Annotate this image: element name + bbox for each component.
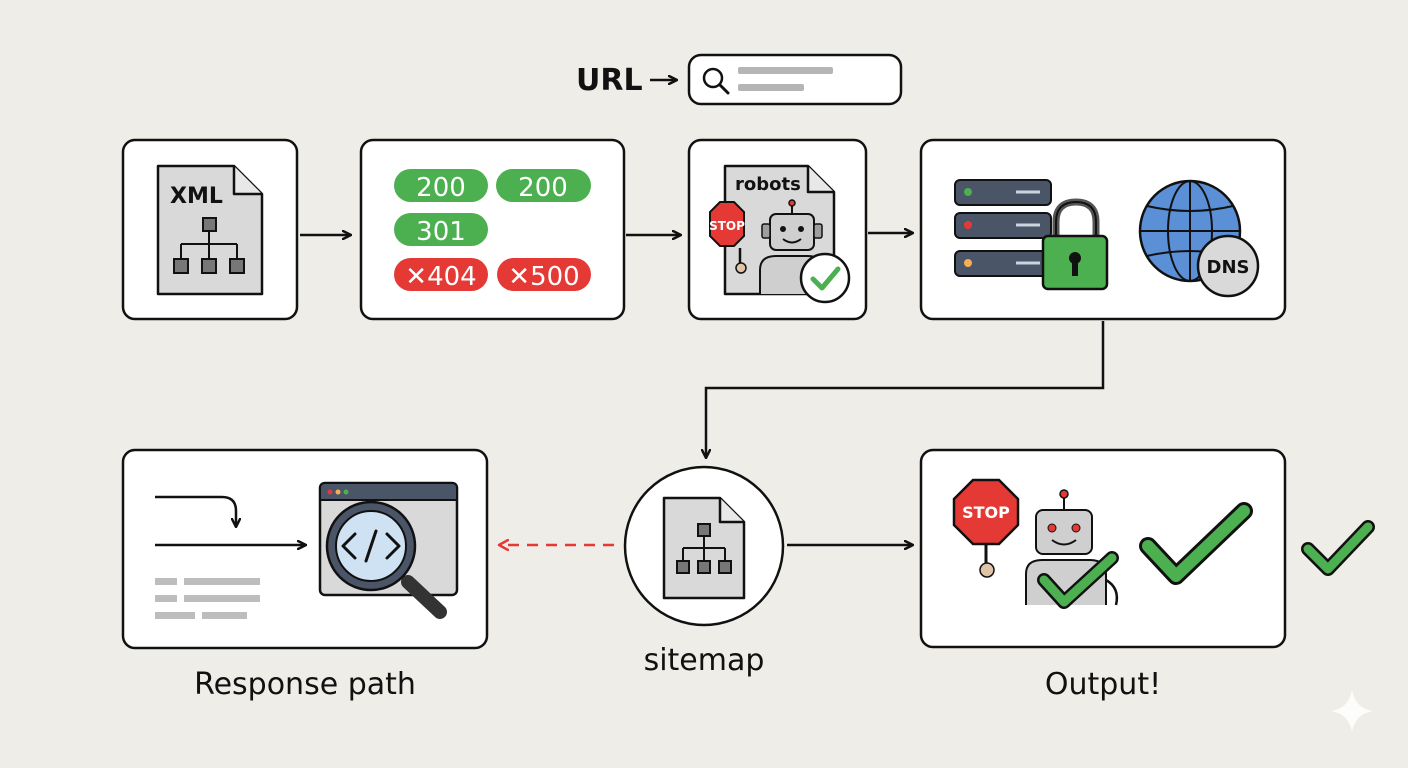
stop-sign-icon: STOP [952, 478, 1020, 578]
svg-text:✕404: ✕404 [405, 262, 476, 292]
stop-sign-icon: STOP [709, 201, 747, 274]
xml-sitemap-card: XML [121, 138, 299, 321]
check-icon [1039, 553, 1117, 607]
sitemap-node [623, 465, 785, 627]
svg-text:200: 200 [416, 173, 466, 203]
search-placeholder-line [738, 67, 833, 74]
sparkle-icon [1331, 690, 1373, 732]
sitemap-caption: sitemap [644, 643, 765, 678]
code-inspect-icon [325, 500, 447, 619]
dns-badge: DNS [1196, 234, 1260, 298]
redirect-arrow-icon [155, 495, 305, 545]
robots-card: robots STOP [687, 138, 868, 321]
search-icon [702, 67, 730, 95]
svg-text:✕500: ✕500 [508, 262, 579, 292]
status-badge-301: 301 [394, 213, 488, 247]
xml-file-label: XML [170, 184, 223, 209]
check-icon [1303, 522, 1373, 574]
xml-file-icon: XML [156, 164, 264, 296]
status-badge-200: 200 [394, 169, 488, 203]
response-path-card [121, 448, 489, 650]
infrastructure-card: DNS [919, 138, 1287, 321]
sitemap-file-icon [662, 496, 746, 600]
status-badge-404: ✕404 [394, 258, 488, 292]
lock-icon [1041, 198, 1109, 291]
url-label: URL [576, 63, 643, 98]
svg-text:STOP: STOP [709, 219, 745, 233]
status-badge-500: ✕500 [497, 258, 591, 292]
output-card: STOP [919, 448, 1287, 649]
server-rack-icon [954, 179, 1052, 277]
url-bar: URL [576, 53, 903, 106]
flow-connector [706, 321, 1105, 457]
status-codes-card: 200 200 301 ✕404 ✕500 [359, 138, 626, 321]
text-lines-icon [155, 578, 260, 619]
status-badge-200: 200 [496, 169, 591, 203]
svg-text:STOP: STOP [962, 503, 1010, 522]
svg-text:200: 200 [518, 173, 568, 203]
search-placeholder-line [738, 84, 804, 91]
response-path-caption: Response path [194, 667, 416, 702]
check-circle-icon [799, 252, 851, 304]
robots-file-label: robots [735, 174, 801, 195]
robot-icon [1025, 489, 1119, 606]
svg-text:DNS: DNS [1207, 257, 1250, 278]
hierarchy-icon [173, 217, 245, 274]
output-caption: Output! [1045, 667, 1161, 702]
svg-text:301: 301 [416, 217, 466, 247]
check-icon [1142, 505, 1250, 582]
